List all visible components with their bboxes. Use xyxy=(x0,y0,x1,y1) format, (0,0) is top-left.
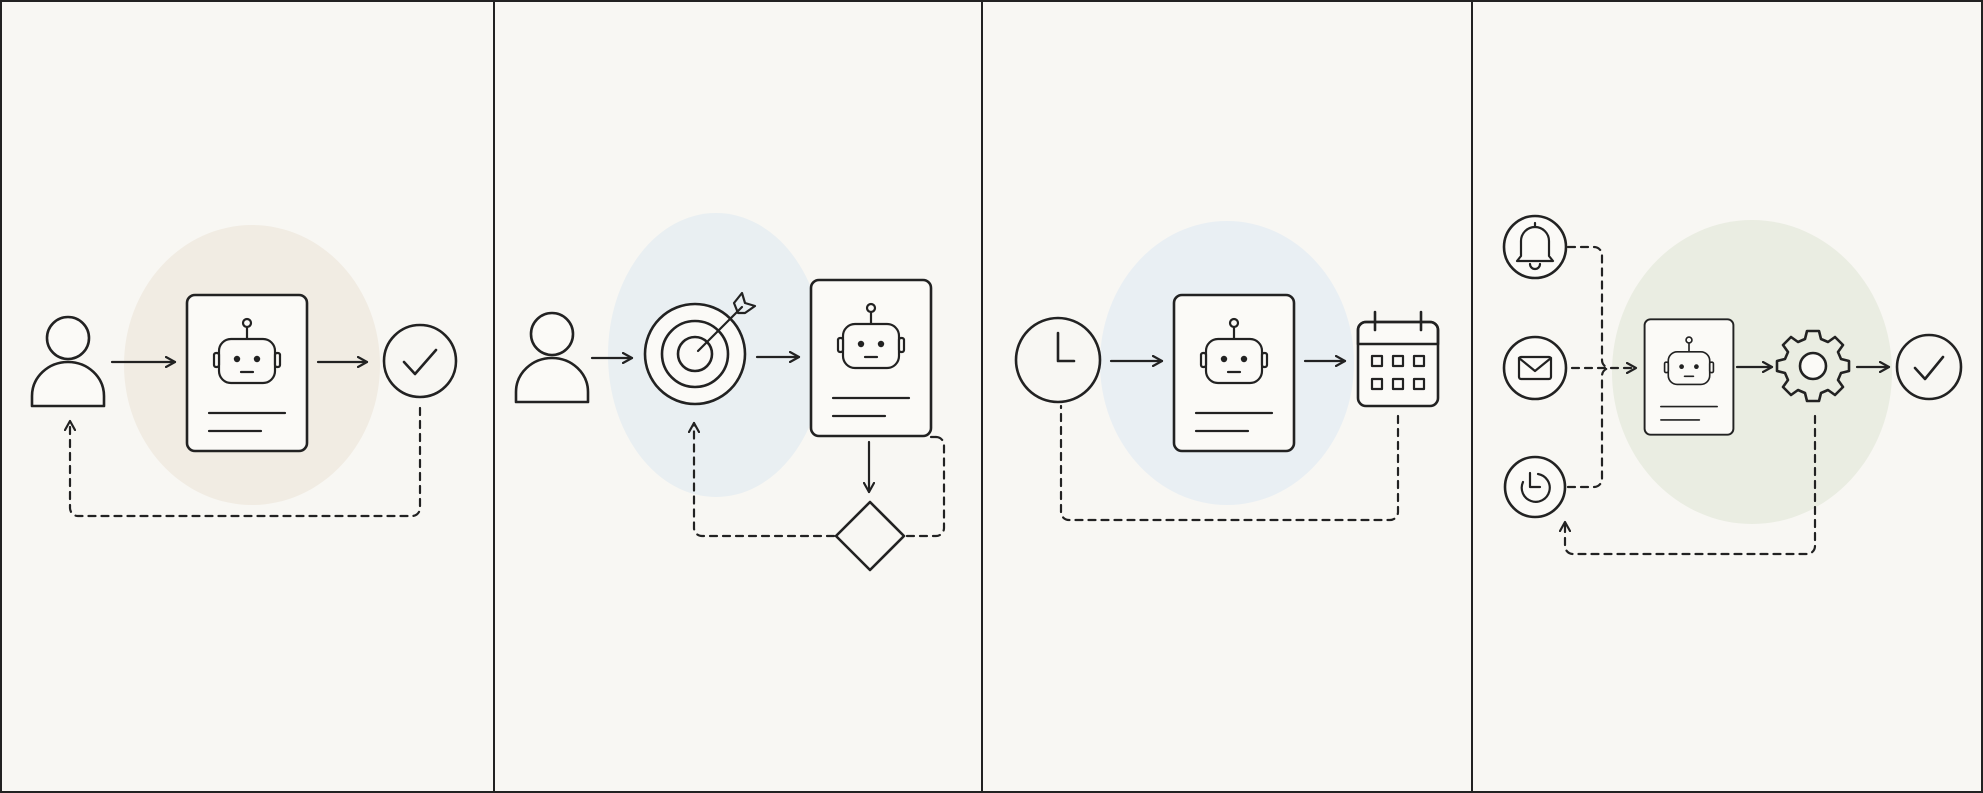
panel-1 xyxy=(30,225,458,518)
agent-document-icon xyxy=(809,278,933,438)
agent-document-icon xyxy=(185,293,309,453)
agent-document-icon xyxy=(1643,318,1735,436)
timer-trigger-line xyxy=(1566,366,1612,489)
user-icon xyxy=(514,311,590,404)
check-icon xyxy=(382,323,458,399)
mail-icon xyxy=(1502,335,1568,401)
decision-loop-left-arrow xyxy=(694,421,836,538)
check-icon xyxy=(1895,333,1963,401)
panel-2 xyxy=(514,213,946,572)
feedback-loop-arrow xyxy=(70,406,422,518)
gear-icon xyxy=(1775,329,1851,403)
decision-loop-right xyxy=(904,435,946,538)
schedule-loop xyxy=(1059,404,1400,522)
clock-icon xyxy=(1014,316,1102,404)
bell-trigger-line xyxy=(1566,245,1612,370)
panel-4-highlight xyxy=(1612,220,1892,524)
panel-3 xyxy=(1014,221,1440,522)
timer-icon xyxy=(1503,455,1567,519)
user-icon xyxy=(30,315,106,408)
panel-4 xyxy=(1502,214,1963,556)
agent-document-icon xyxy=(1172,293,1296,453)
bell-icon xyxy=(1502,214,1568,280)
decision-diamond-icon xyxy=(834,500,906,572)
target-icon xyxy=(643,291,757,406)
process-loop-arrow xyxy=(1565,414,1817,556)
calendar-icon xyxy=(1356,310,1440,408)
